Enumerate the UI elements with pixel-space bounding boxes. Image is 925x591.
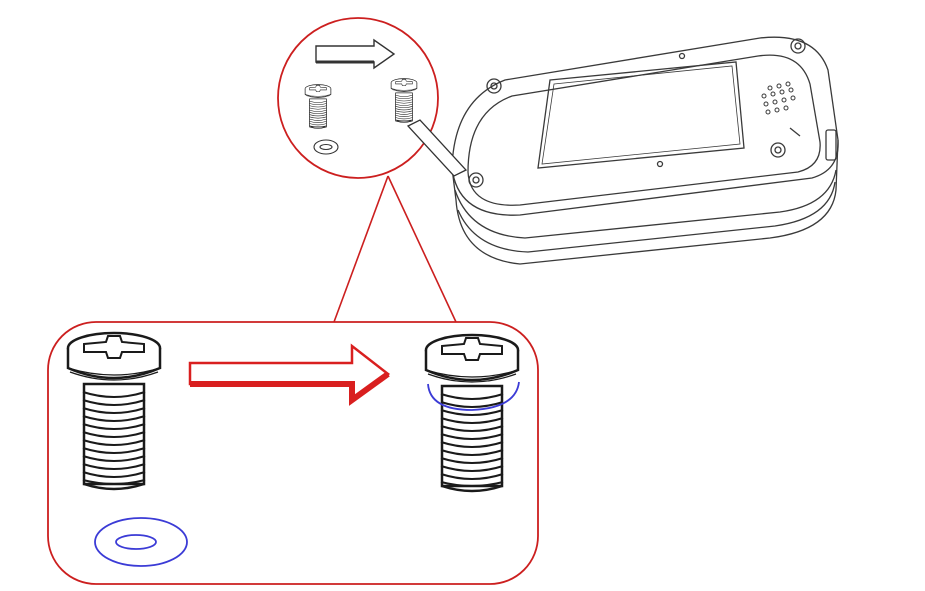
arrow-right-icon (315, 38, 396, 70)
o-ring-icon (313, 139, 339, 155)
device-body (451, 36, 839, 265)
detail-callout-large (47, 321, 539, 585)
o-ring-icon (94, 517, 188, 567)
o-ring-icon (427, 381, 520, 411)
arrow-right-icon (188, 343, 391, 406)
detail-callout-small (277, 17, 468, 323)
